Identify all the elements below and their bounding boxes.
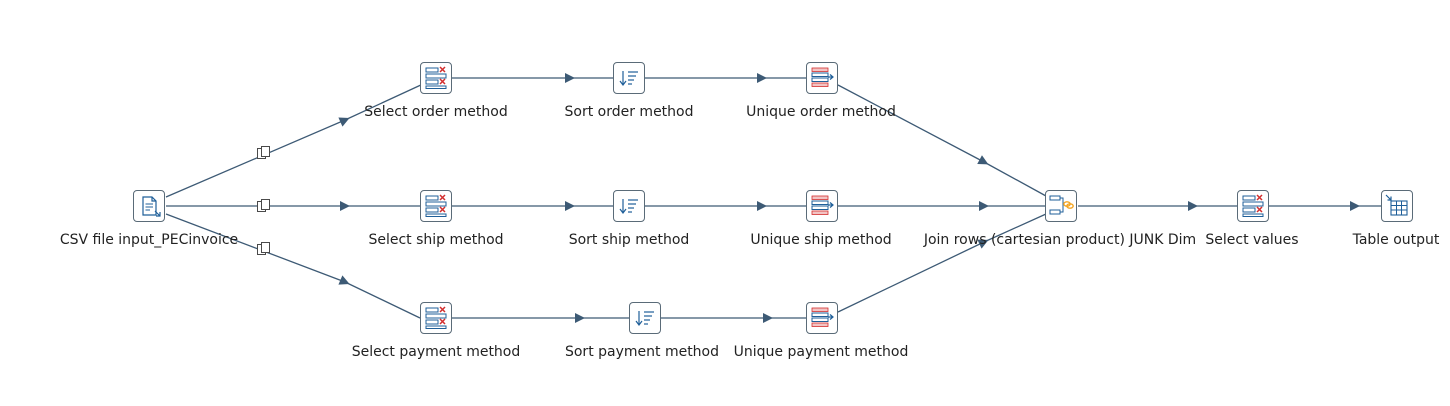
step-label-join-rows: Join rows (cartesian product) JUNK Dim: [923, 232, 1197, 248]
step-select-values[interactable]: [1237, 190, 1269, 222]
step-label-sort-ship-method: Sort ship method: [568, 232, 690, 248]
step-table-output[interactable]: [1381, 190, 1413, 222]
join-rows-icon: [1049, 195, 1074, 215]
step-label-sort-order-method: Sort order method: [564, 104, 694, 120]
hop-unique-order-to-join[interactable]: [837, 84, 1047, 197]
step-select-payment-method[interactable]: [420, 302, 452, 334]
sort-rows-icon: [619, 71, 638, 86]
hop-csv-to-select-order[interactable]: [165, 77, 437, 198]
copy-rows-icon: [257, 242, 270, 255]
copy-rows-icon: [257, 199, 270, 212]
select-values-icon: [425, 306, 447, 329]
sort-rows-icon: [635, 311, 654, 326]
unique-rows-icon: [811, 67, 834, 87]
step-label-select-ship-method: Select ship method: [368, 232, 504, 248]
step-label-unique-ship-method: Unique ship method: [750, 232, 892, 248]
sort-rows-icon: [619, 199, 638, 214]
step-sort-ship-method[interactable]: [613, 190, 645, 222]
step-label-unique-order-method: Unique order method: [746, 104, 896, 120]
step-label-sort-payment-method: Sort payment method: [564, 344, 720, 360]
step-label-table-output: Table output: [1352, 232, 1440, 248]
unique-rows-icon: [811, 307, 834, 327]
select-values-icon: [425, 66, 447, 89]
step-label-select-order-method: Select order method: [364, 104, 508, 120]
table-output-icon: [1385, 194, 1408, 216]
step-select-order-method[interactable]: [420, 62, 452, 94]
step-join-rows[interactable]: [1045, 190, 1077, 222]
step-unique-order-method[interactable]: [806, 62, 838, 94]
step-unique-payment-method[interactable]: [806, 302, 838, 334]
step-unique-ship-method[interactable]: [806, 190, 838, 222]
step-select-ship-method[interactable]: [420, 190, 452, 222]
step-sort-order-method[interactable]: [613, 62, 645, 94]
hop-csv-to-select-payment[interactable]: [165, 213, 421, 319]
step-label-unique-payment-method: Unique payment method: [733, 344, 909, 360]
csv-file-input-icon: [142, 196, 161, 217]
step-csv-file-input[interactable]: [133, 190, 165, 222]
select-values-icon: [425, 194, 447, 217]
step-label-select-payment-method: Select payment method: [351, 344, 521, 360]
step-label-select-values: Select values: [1205, 232, 1299, 248]
select-values-icon: [1242, 194, 1264, 217]
step-sort-payment-method[interactable]: [629, 302, 661, 334]
unique-rows-icon: [811, 195, 834, 215]
step-label-csv-file-input: CSV file input_PECinvoice: [59, 232, 239, 248]
copy-rows-icon: [257, 146, 270, 159]
hop-unique-payment-to-join[interactable]: [837, 213, 1047, 313]
